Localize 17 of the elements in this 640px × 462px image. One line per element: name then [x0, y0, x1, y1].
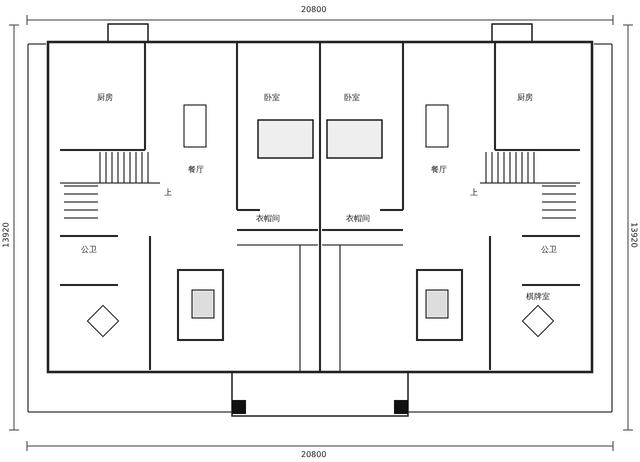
room-label: 公卫 — [540, 245, 558, 255]
dimension-text: 13920 — [628, 221, 639, 249]
room-label: 餐厅 — [187, 165, 205, 175]
stair-direction-label: 上 — [163, 188, 173, 198]
room-label: 卧室 — [343, 93, 361, 103]
room-label: 餐厅 — [430, 165, 448, 175]
room-label: 厨房 — [516, 93, 534, 103]
room-label: 衣帽间 — [255, 214, 281, 224]
room-label: 厨房 — [96, 93, 114, 103]
room-label: 衣帽间 — [345, 214, 371, 224]
dimension-text: 20800 — [300, 450, 328, 460]
room-label: 公卫 — [80, 245, 98, 255]
stair-direction-label: 上 — [469, 188, 479, 198]
dimension-text: 20800 — [300, 5, 328, 15]
room-label: 卧室 — [263, 93, 281, 103]
dimension-text: 13920 — [2, 221, 12, 249]
room-label: 棋牌室 — [525, 292, 551, 302]
